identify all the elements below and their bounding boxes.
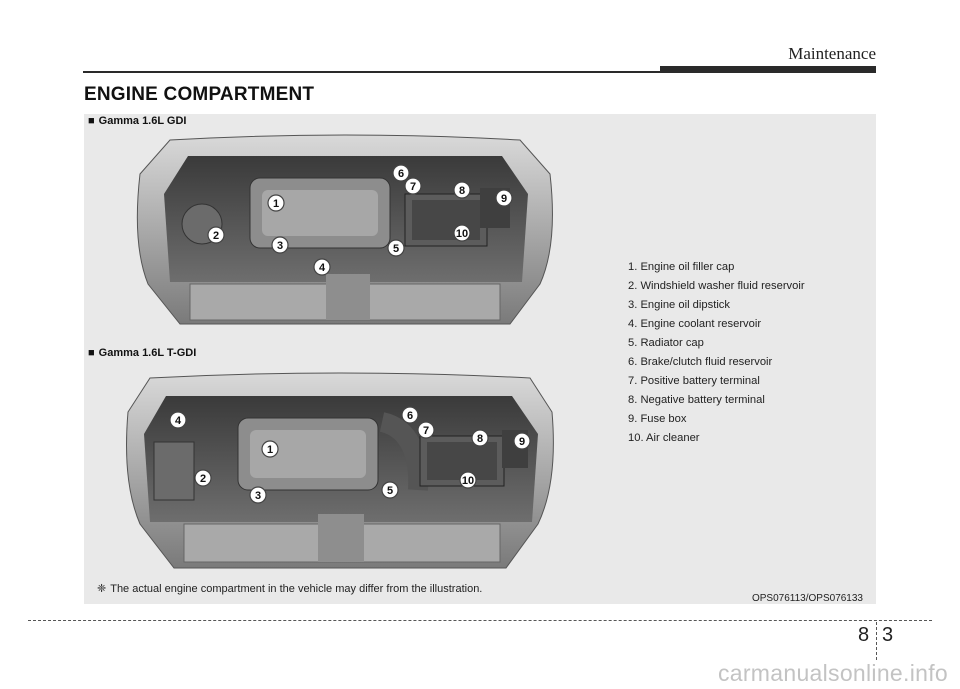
svg-text:8: 8 — [459, 185, 465, 197]
component-legend: 1. Engine oil filler cap 2. Windshield w… — [628, 258, 805, 448]
header-rule — [83, 71, 876, 73]
svg-text:5: 5 — [393, 243, 399, 255]
svg-text:10: 10 — [462, 475, 474, 487]
svg-text:4: 4 — [319, 262, 326, 274]
callout-10: 10 — [459, 471, 477, 489]
callout-7: 7 — [417, 421, 435, 439]
svg-text:3: 3 — [255, 490, 261, 502]
running-head: Maintenance — [788, 44, 876, 63]
callout-2: 2 — [194, 469, 212, 487]
svg-text:9: 9 — [519, 436, 525, 448]
legend-item: 5. Radiator cap — [628, 337, 704, 349]
engine-illustration-tgdi: 1 2 3 4 5 6 7 8 9 10 — [126, 372, 554, 569]
svg-text:4: 4 — [175, 415, 182, 427]
callout-9: 9 — [495, 189, 513, 207]
chapter-number: 8 — [858, 624, 870, 646]
figure-label-gdi: ■Gamma 1.6L GDI — [88, 115, 187, 127]
svg-text:2: 2 — [200, 473, 206, 485]
callout-8: 8 — [453, 181, 471, 199]
legend-item: 3. Engine oil dipstick — [628, 299, 730, 311]
callout-1: 1 — [267, 194, 285, 212]
page-number-divider — [876, 622, 877, 660]
svg-text:1: 1 — [267, 444, 273, 456]
legend-item: 10. Air cleaner — [628, 432, 700, 444]
illustration-note: ❈The actual engine compartment in the ve… — [97, 583, 483, 595]
page-number: 3 — [882, 624, 894, 646]
figure-label-tgdi: ■Gamma 1.6L T-GDI — [88, 347, 197, 359]
page-title: ENGINE COMPARTMENT — [84, 84, 315, 105]
svg-text:2: 2 — [213, 230, 219, 242]
callout-3: 3 — [271, 236, 289, 254]
callout-9: 9 — [513, 432, 531, 450]
svg-text:6: 6 — [407, 410, 413, 422]
svg-text:5: 5 — [387, 485, 393, 497]
legend-item: 1. Engine oil filler cap — [628, 261, 735, 273]
svg-text:3: 3 — [277, 240, 283, 252]
square-bullet-icon: ■ — [88, 115, 95, 127]
watermark: carmanualsonline.info — [717, 660, 948, 686]
legend-item: 6. Brake/clutch fluid reservoir — [628, 356, 773, 368]
callout-7: 7 — [404, 177, 422, 195]
callout-2: 2 — [207, 226, 225, 244]
svg-text:9: 9 — [501, 193, 507, 205]
figure-code: OPS076113/OPS076133 — [751, 593, 863, 604]
legend-item: 8. Negative battery terminal — [628, 394, 765, 406]
legend-item: 4. Engine coolant reservoir — [628, 318, 762, 330]
legend-item: 9. Fuse box — [628, 413, 687, 425]
legend-item: 2. Windshield washer fluid reservoir — [628, 280, 805, 292]
callout-1: 1 — [261, 440, 279, 458]
callout-10: 10 — [453, 224, 471, 242]
callout-4: 4 — [313, 258, 331, 276]
square-bullet-icon: ■ — [88, 347, 95, 359]
callout-5: 5 — [387, 239, 405, 257]
svg-text:10: 10 — [456, 228, 468, 240]
svg-text:8: 8 — [477, 433, 483, 445]
svg-text:1: 1 — [273, 198, 279, 210]
footer-rule — [28, 620, 932, 621]
engine-illustration-gdi: 1 2 3 4 5 6 7 8 9 10 — [136, 134, 553, 325]
callout-8: 8 — [471, 429, 489, 447]
svg-text:7: 7 — [423, 425, 429, 437]
callout-6: 6 — [401, 406, 419, 424]
note-mark-icon: ❈ — [97, 583, 107, 595]
header-rule-accent — [660, 66, 876, 73]
callout-3: 3 — [249, 486, 267, 504]
svg-text:6: 6 — [398, 168, 404, 180]
legend-item: 7. Positive battery terminal — [628, 375, 760, 387]
callout-5: 5 — [381, 481, 399, 499]
callout-6: 6 — [392, 164, 410, 182]
svg-text:7: 7 — [410, 181, 416, 193]
callout-4: 4 — [169, 411, 187, 429]
